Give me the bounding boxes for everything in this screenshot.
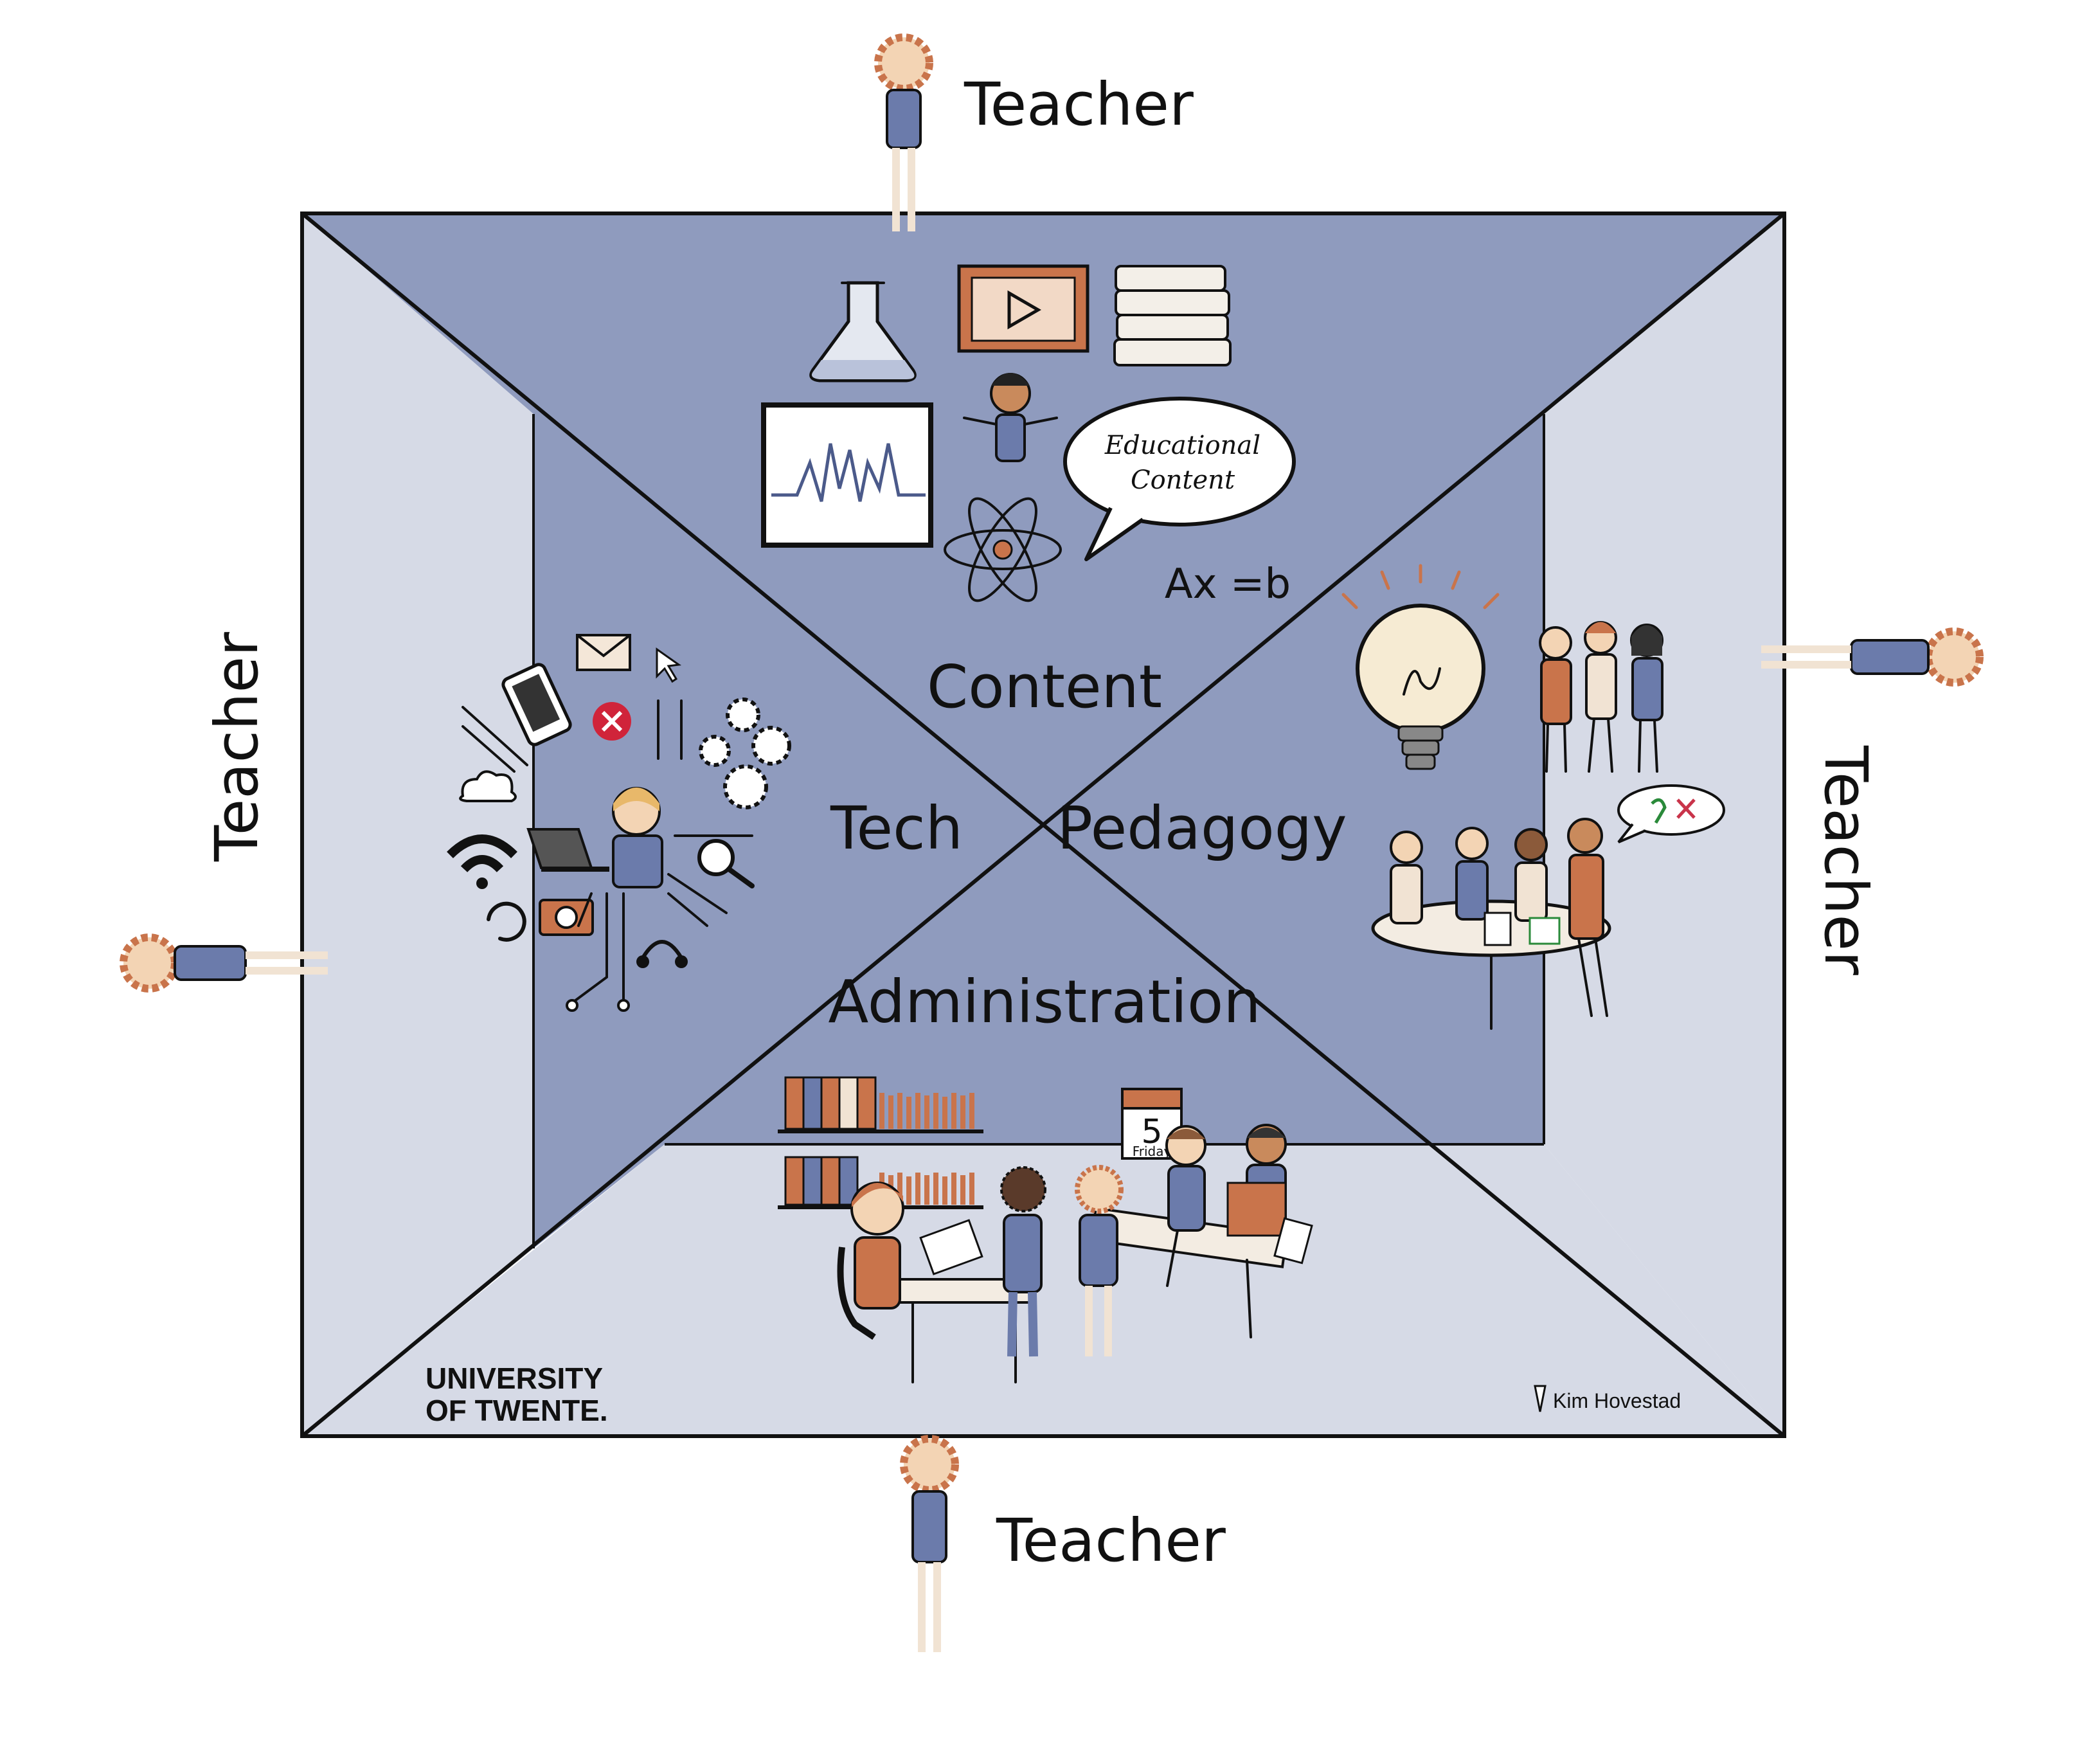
floor	[302, 1144, 1784, 1436]
headphones-icon	[636, 940, 688, 968]
speech-bubble[interactable]: Educational Content	[1063, 397, 1296, 561]
pencil-icon	[1534, 1385, 1547, 1412]
envelope-icon	[576, 634, 631, 671]
cursor-icon	[656, 647, 682, 683]
discussion-table	[1371, 818, 1611, 1030]
content-label: Content	[927, 652, 1162, 721]
teacher-right: Teacher	[1761, 627, 1984, 975]
logo-line1: UNIVERSITY	[426, 1362, 603, 1395]
ceiling-and-back-wall	[302, 213, 1784, 1248]
waveform-screen-icon	[761, 402, 933, 548]
tech-person	[526, 787, 663, 888]
books-stack-icon	[1113, 265, 1232, 366]
administration-label: Administration	[828, 968, 1260, 1036]
seated-woman	[837, 1182, 983, 1340]
logo-line2: OF TWENTE.	[426, 1394, 608, 1427]
speech-bubble-line2: Content	[1131, 465, 1235, 495]
calendar-day: Friday	[1133, 1144, 1172, 1159]
flask-icon	[809, 281, 917, 382]
error-x-icon	[593, 702, 631, 741]
teacher-bottom-label: Teacher	[996, 1506, 1226, 1575]
feedback-bubble	[1617, 784, 1725, 843]
bookshelf-top	[778, 1076, 983, 1133]
administration-illustrations: 5 Friday	[778, 1076, 1313, 1383]
boy-character	[963, 373, 1058, 462]
signature: Kim Hovestad	[1534, 1385, 1681, 1412]
teacher-right-label: Teacher	[1811, 745, 1880, 975]
signature-text: Kim Hovestad	[1553, 1389, 1681, 1412]
tech-label: Tech	[830, 794, 963, 863]
standing-colleague-3	[1165, 1125, 1206, 1287]
circuit-lines	[462, 699, 753, 1012]
teacher-left-label: Teacher	[202, 632, 271, 862]
equation-text: Ax =b	[1165, 561, 1291, 608]
teacher-top-label: Teacher	[964, 70, 1194, 139]
atom-icon	[944, 497, 1062, 602]
left-wall	[302, 213, 533, 1436]
content-illustrations: Educational Content Ax =b	[761, 264, 1296, 608]
tablet-icon	[501, 663, 572, 746]
wifi-icon	[447, 834, 517, 889]
standing-colleague-4	[1226, 1124, 1313, 1264]
lightbulb-icon	[1341, 564, 1500, 770]
magnifier-icon	[697, 839, 755, 888]
refresh-icon	[487, 901, 526, 942]
pedagogy-illustrations	[1341, 564, 1725, 1030]
room	[300, 212, 1786, 1438]
gears-icon	[699, 698, 791, 809]
video-player-icon	[957, 264, 1089, 353]
speech-bubble-line1: Educational	[1104, 431, 1260, 460]
standing-students	[1539, 621, 1663, 773]
bookshelf-bottom	[778, 1156, 983, 1209]
tech-illustrations	[447, 634, 791, 1012]
pedagogy-label: Pedagogy	[1057, 794, 1347, 863]
diagonal-2	[301, 212, 1786, 1438]
teacher-bottom: Teacher	[900, 1435, 1226, 1652]
teacher-left: Teacher	[120, 632, 328, 993]
teacher-top: Teacher	[874, 33, 1194, 231]
standing-colleague-1	[1000, 1166, 1046, 1357]
cloud-icon	[459, 770, 517, 802]
standing-colleague-2	[1075, 1165, 1124, 1356]
room-outline	[300, 212, 1786, 1438]
calendar-number: 5	[1141, 1113, 1162, 1151]
camera-icon	[539, 899, 594, 936]
